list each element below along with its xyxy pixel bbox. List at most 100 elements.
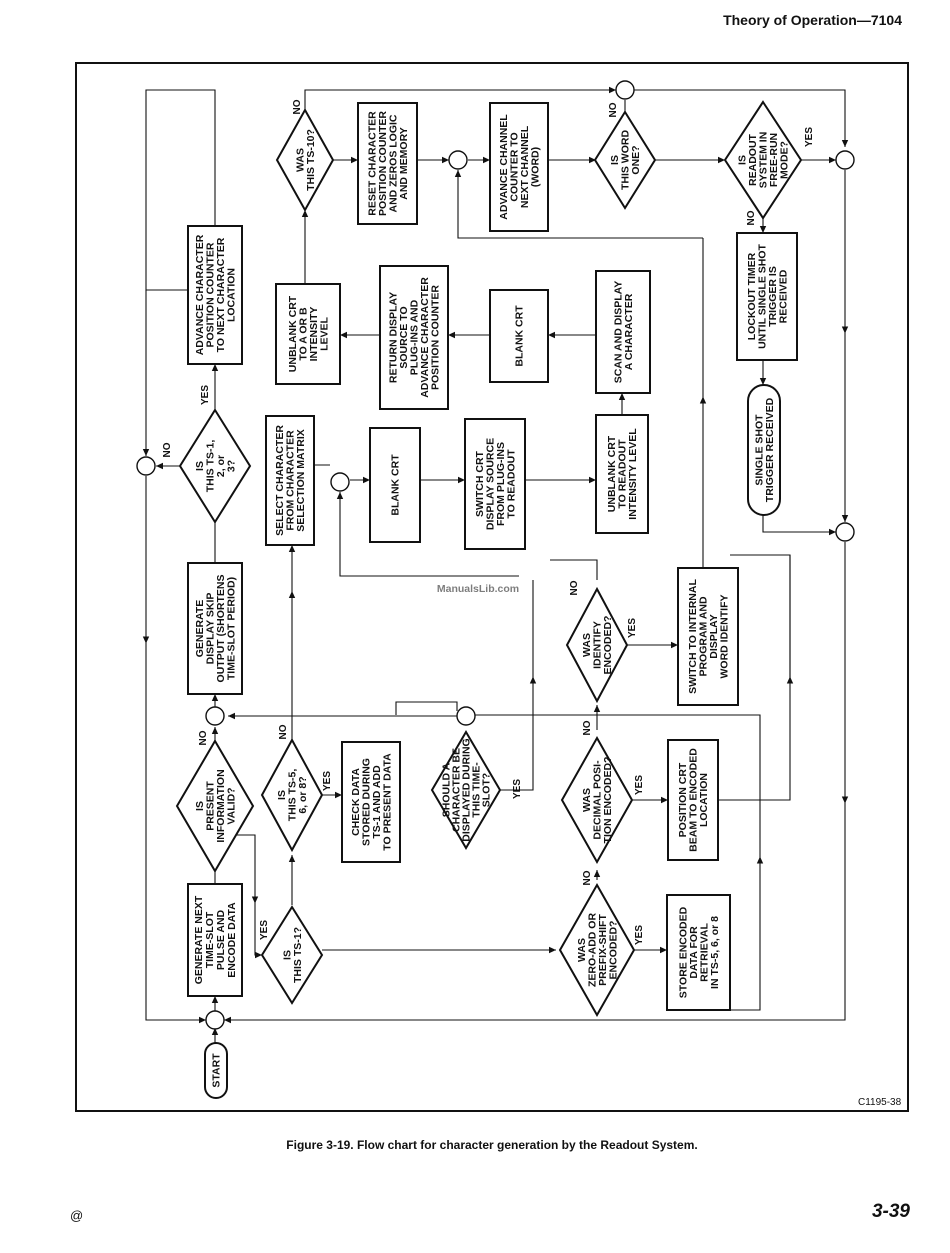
adv-pos-line: POSITION COUNTER <box>204 242 216 347</box>
is-ts123-line: THIS TS-1, <box>204 440 216 493</box>
store-encoded-line: RETRIEVAL <box>698 923 710 982</box>
line-j3-loop-down <box>145 476 206 1021</box>
zero-add-line: ZERO-ADD OR <box>586 913 598 987</box>
word-one-line: ONE? <box>630 145 642 174</box>
present-valid-line: VALID? <box>225 787 237 824</box>
line-j1-gennext-arrowhead <box>211 996 219 1003</box>
position-beam-line: POSITION CRT <box>677 762 689 837</box>
line-wordone-back <box>457 170 703 239</box>
store-encoded-line: STORE ENCODED <box>677 906 689 998</box>
lockout-line: UNTIL SINGLE SHOT <box>756 244 768 349</box>
line-j8-j9-arrowhead <box>841 515 849 522</box>
label-ts10-no: NO <box>292 99 303 114</box>
unblank-readout-box <box>595 414 649 534</box>
arrow-should-yes <box>529 676 537 684</box>
figure-id: C1195-38 <box>858 1097 902 1108</box>
label-valid-no: NO <box>198 730 209 745</box>
line-wordone-freerun-arrowhead <box>718 156 725 164</box>
gen-skip-line: TIME-SLOT PERIOD) <box>225 577 237 680</box>
line-j7-right-arrowhead <box>841 140 849 147</box>
check-data-line: STORED DURING <box>360 758 372 846</box>
should-display-line: THIS TIME- <box>470 762 482 818</box>
is-ts123-decision <box>178 408 252 524</box>
label-zeroadd-no: NO <box>582 870 593 885</box>
free-run-line: IS <box>737 155 749 165</box>
gen-skip-line: OUTPUT (SHORTENS <box>215 575 227 683</box>
line-return-unblankab-arrowhead <box>340 331 347 339</box>
select-char-line: SELECT CHARACTER <box>274 425 286 536</box>
line-unblank-scan-arrowhead <box>618 393 626 400</box>
figure-frame <box>75 62 909 1112</box>
reset-line: AND MEMORY <box>398 127 410 200</box>
is-ts568-decision <box>260 737 324 853</box>
is-ts1-line: IS <box>281 950 293 960</box>
is-ts1-decision <box>260 905 324 1005</box>
present-valid-line: IS <box>194 801 206 811</box>
word-one-line: IS <box>609 155 621 165</box>
gen-next-line: TIME-SLOT <box>204 911 216 968</box>
zero-add-decision <box>558 882 636 1018</box>
word-one-line: THIS WORD <box>620 130 632 190</box>
return-source-box <box>379 265 449 410</box>
label-should-yes: YES <box>512 779 523 799</box>
arrow-position-up <box>786 676 794 684</box>
is-ts1-line: THIS TS-1? <box>292 927 304 983</box>
single-shot-terminal <box>747 384 781 516</box>
is-ts568-line: THIS TS-5, <box>287 769 299 822</box>
return-source-line: SOURCE TO <box>398 306 410 368</box>
label-decimal-no: NO <box>582 720 593 735</box>
line-valid-j2-arrowhead <box>211 727 219 734</box>
start-label: START <box>211 1053 223 1088</box>
unblank-readout-line: UNBLANK CRT <box>606 435 618 512</box>
zero-add-line: PREFIX-SHIFT <box>597 914 609 986</box>
present-valid-decision <box>175 739 255 873</box>
line-scan-blank2-arrowhead <box>548 331 555 339</box>
should-display-line: SHOULD A <box>440 762 452 817</box>
adv-channel-box <box>489 102 549 232</box>
line-wordone-back-arrowhead <box>454 170 462 177</box>
junction-select <box>330 472 350 492</box>
label-ts123-no: NO <box>162 442 173 457</box>
unblank-readout-line: TO READOUT <box>617 439 629 509</box>
line-blank1-switch-arrowhead <box>458 476 465 484</box>
line-start-up-arrowhead <box>211 1028 219 1035</box>
was-ts10-line: WAS <box>294 148 306 172</box>
decimal-decision <box>560 735 634 865</box>
reset-line: POSITION COUNTER <box>377 111 389 216</box>
unblank-ab-line: INTENSITY <box>308 307 320 362</box>
line-ts123-advpos-arrowhead <box>211 364 219 371</box>
junction-singleshot <box>835 522 855 542</box>
line-decimal-no-identify-arrowhead <box>593 705 601 712</box>
scan-display-line: A CHARACTER <box>623 293 635 370</box>
junction-valid <box>205 706 225 726</box>
line-decimal-yes-arrowhead <box>661 796 668 804</box>
blank-crt-1-box <box>369 427 421 543</box>
reset-line: RESET CHARACTER <box>366 111 378 216</box>
line-blank2-return-arrowhead <box>448 331 455 339</box>
switch-internal-line: SWITCH TO INTERNAL <box>687 579 699 694</box>
junction-start <box>205 1010 225 1030</box>
line-identify-yes-arrowhead <box>671 641 678 649</box>
line-ts1-no-up-arrowhead <box>288 855 296 862</box>
blank-crt-1-line: BLANK CRT <box>390 454 402 516</box>
word-one-decision <box>593 110 657 210</box>
reset-box <box>357 102 418 225</box>
watermark: ManualsLib.com <box>437 583 519 595</box>
return-source-line: PLUG-INS AND <box>409 299 421 375</box>
page-header: Theory of Operation—7104 <box>723 12 902 28</box>
unblank-ab-line: TO A OR B <box>297 307 309 361</box>
